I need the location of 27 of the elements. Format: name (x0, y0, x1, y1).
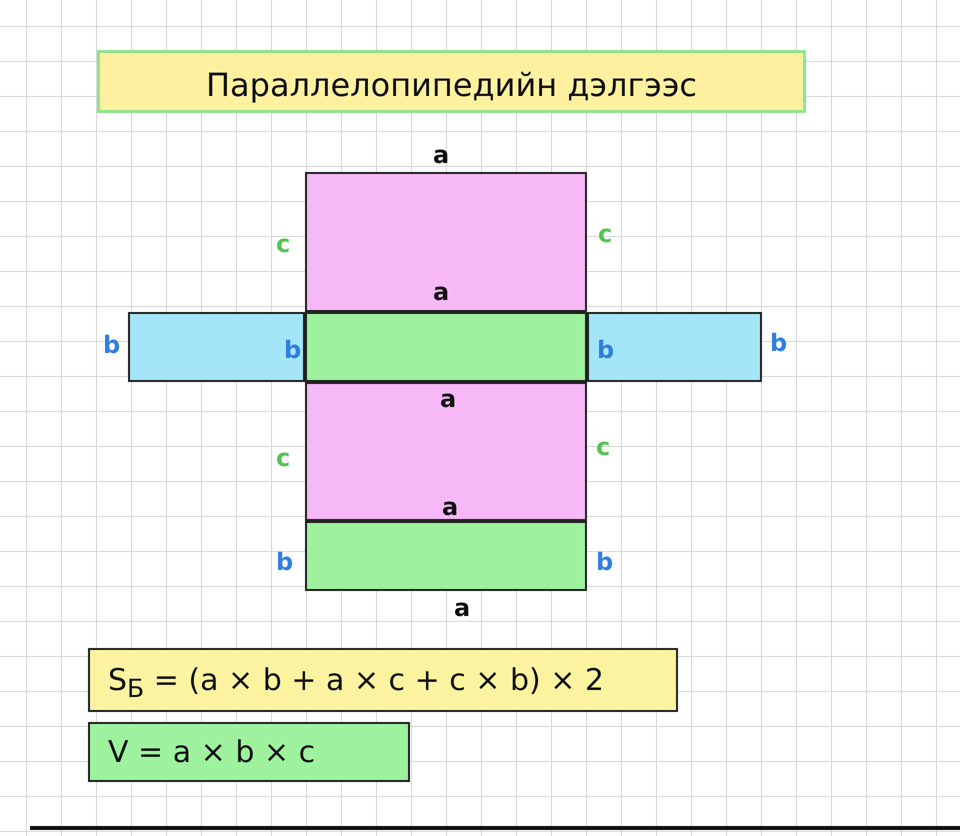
net-face (305, 521, 587, 591)
dimension-label: b (597, 338, 614, 362)
net-face (305, 312, 587, 382)
dimension-label: a (433, 280, 450, 304)
dimension-label: b (284, 338, 302, 362)
formula-box (88, 722, 410, 782)
net-face (305, 172, 587, 312)
dimension-label: b (596, 550, 614, 574)
formula-text: S$_{Б}$ = (a × b + a × c + c × b) × 2 (108, 666, 604, 701)
dimension-label: c (276, 232, 290, 256)
dimension-label: a (454, 596, 470, 620)
dimension-label: b (276, 550, 294, 574)
dimension-label: a (442, 495, 458, 519)
title-banner (97, 50, 806, 113)
dimension-label: b (103, 333, 120, 357)
dimension-label: b (770, 331, 788, 355)
net-face (587, 312, 762, 382)
formula-box (88, 648, 678, 712)
net-face (305, 382, 587, 521)
formula-text: V = a × b × c (108, 738, 316, 768)
dimension-label: c (276, 446, 290, 470)
dimension-label: a (433, 143, 450, 167)
dimension-label: c (596, 435, 610, 459)
net-face (128, 312, 305, 382)
dimension-label: a (440, 387, 456, 411)
title-text: Параллелопипедийн дэлгээс (204, 69, 698, 101)
dimension-label: c (598, 222, 612, 246)
